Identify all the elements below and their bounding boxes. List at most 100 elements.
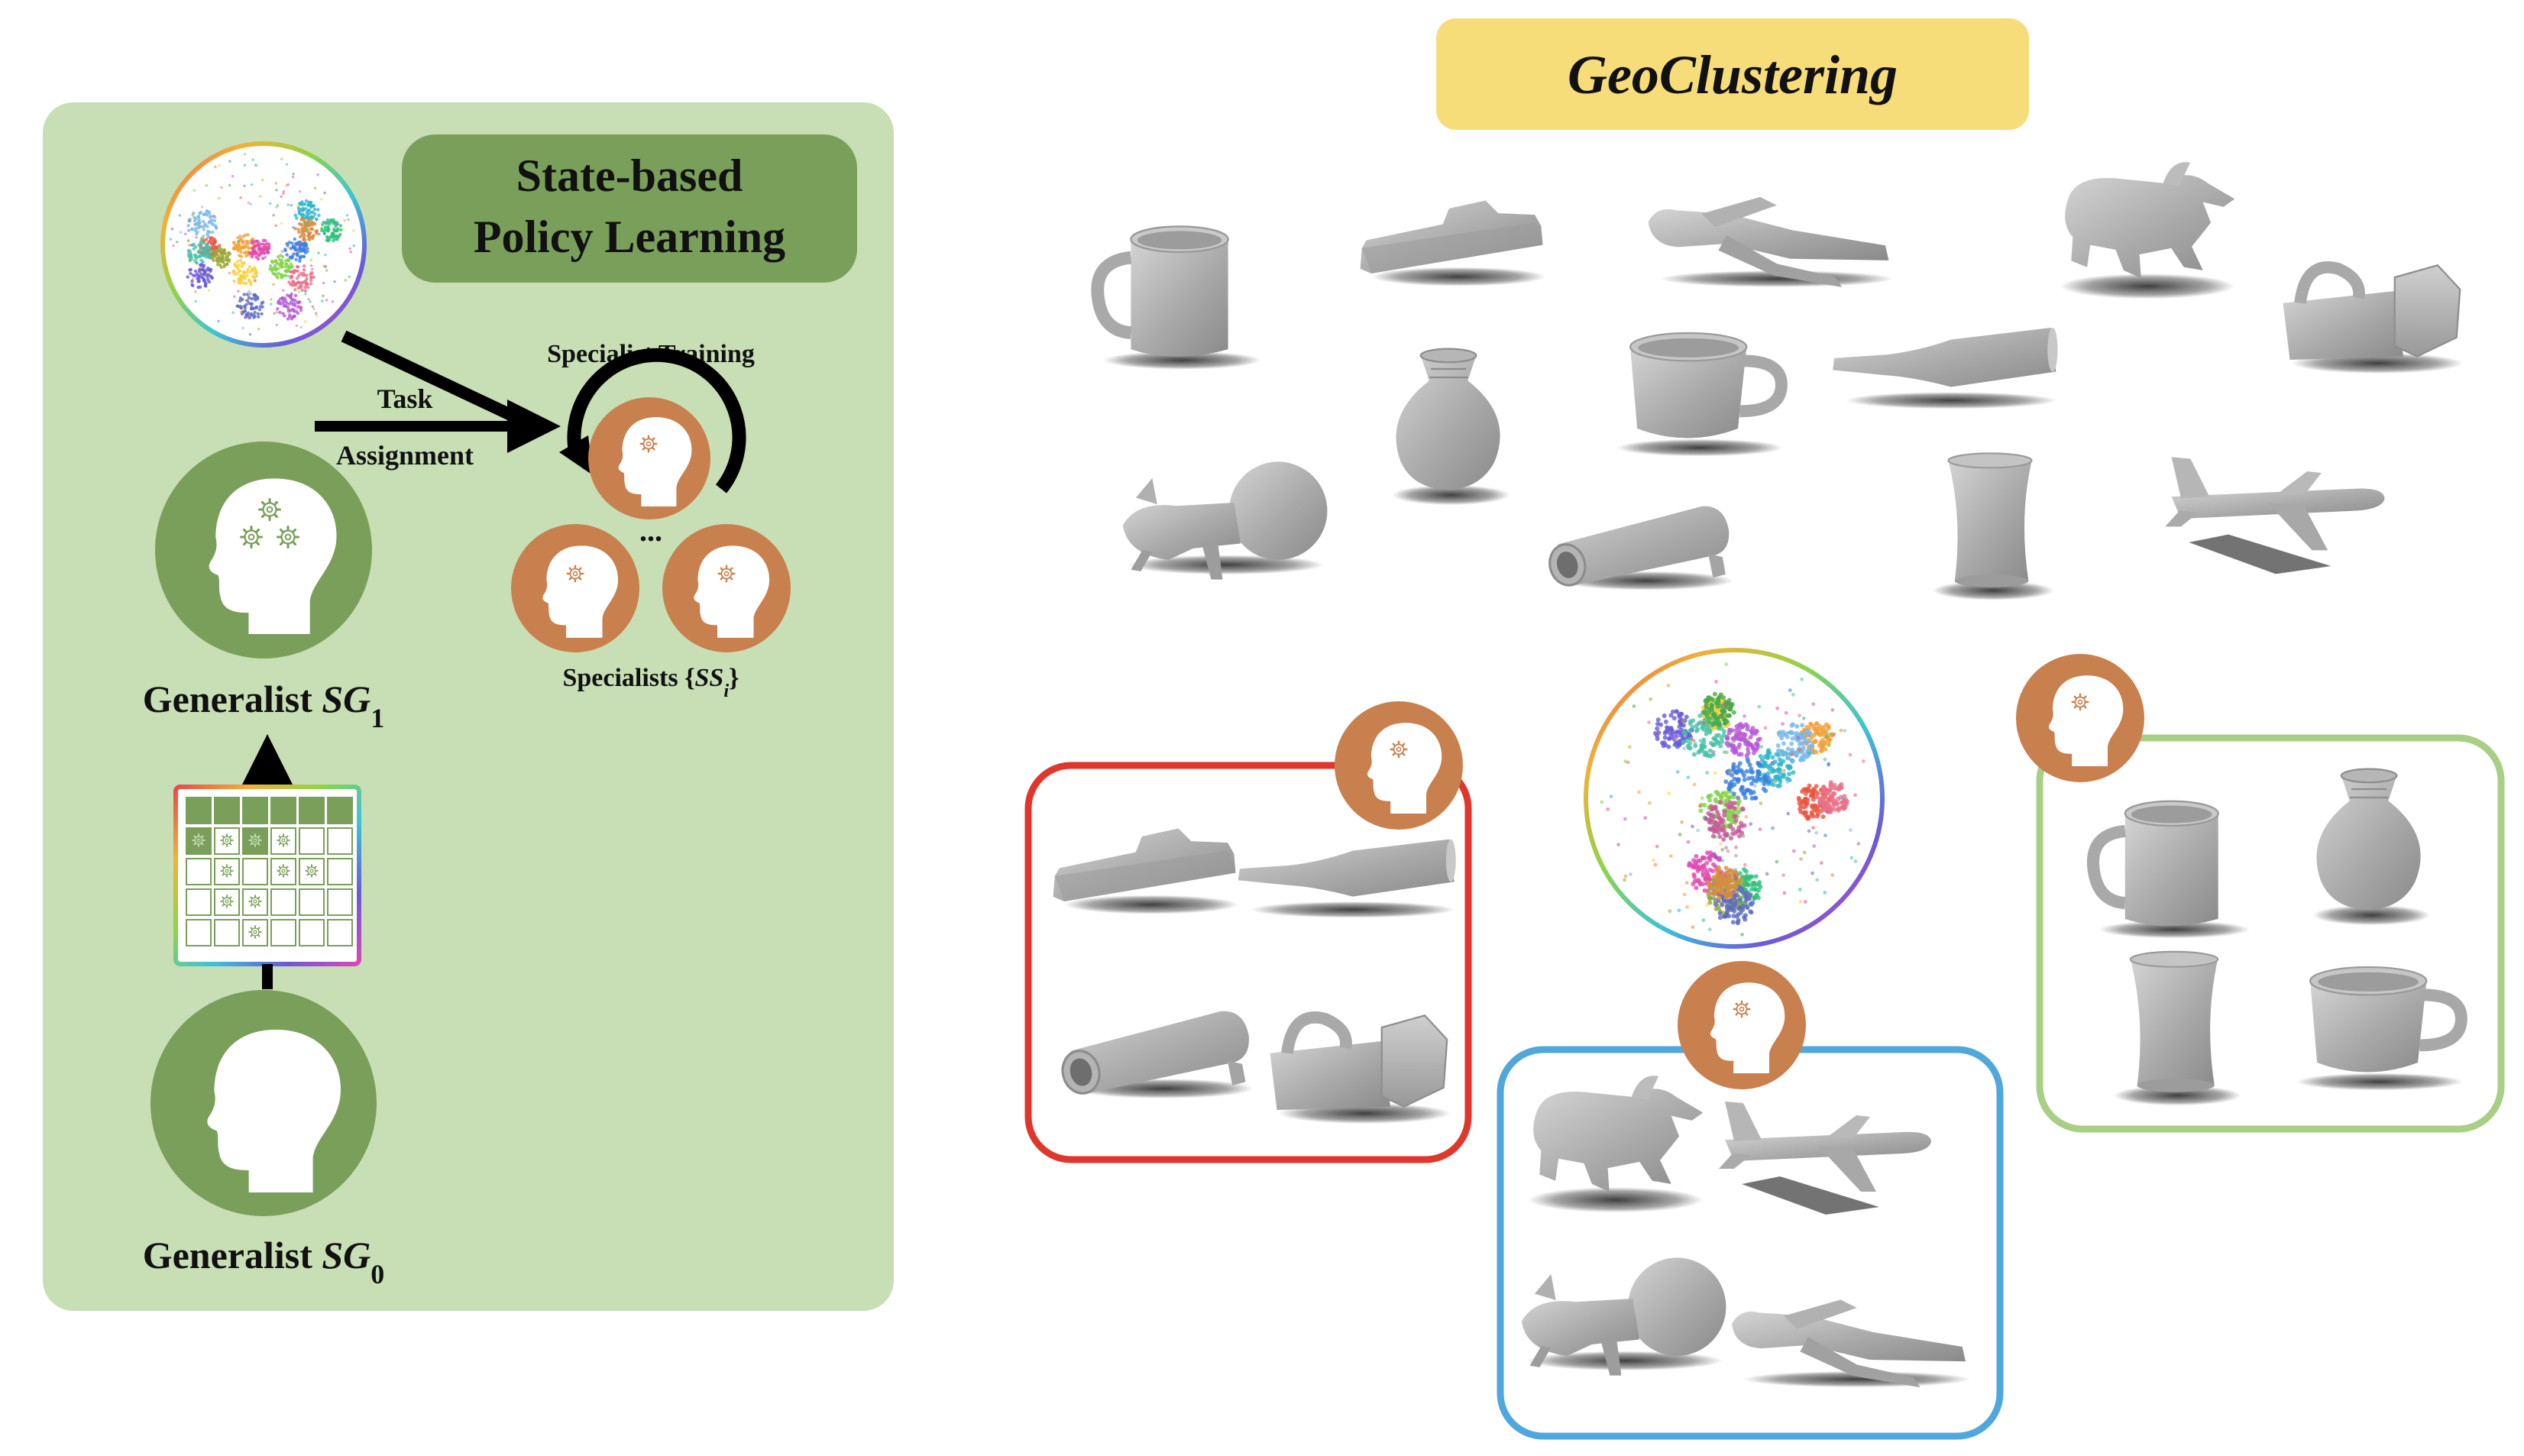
cluster-point: [238, 281, 242, 286]
cluster-point: [1723, 718, 1728, 723]
cluster-point: [1777, 757, 1782, 762]
cluster-point: [199, 254, 203, 258]
cluster-point: [293, 302, 296, 306]
cluster-point: [1834, 786, 1840, 791]
cluster-point: [1637, 790, 1641, 794]
cluster-point: [207, 254, 211, 257]
cluster-point: [238, 299, 242, 303]
cluster-point: [204, 273, 207, 277]
task-grid-cell: [327, 919, 353, 946]
cluster-point: [1814, 794, 1819, 800]
cluster-point: [1805, 788, 1810, 793]
cluster-point: [282, 189, 286, 193]
cluster-point: [309, 227, 313, 231]
cluster-point: [202, 277, 206, 282]
cluster-point: [1741, 833, 1746, 838]
cluster-point: [1734, 845, 1738, 849]
cluster-point: [1713, 698, 1717, 702]
cluster-point: [1721, 836, 1726, 842]
cluster-point: [235, 272, 239, 276]
cluster-point: [311, 267, 314, 271]
cluster-point: [299, 218, 303, 222]
cluster-point: [1733, 873, 1737, 878]
cluster-point: [293, 283, 297, 287]
cluster-point: [206, 230, 211, 235]
cluster-point: [1697, 713, 1703, 718]
cluster-point: [1775, 743, 1781, 748]
cluster-point: [1731, 710, 1736, 715]
cluster-point: [1740, 889, 1746, 895]
cluster-point: [1713, 804, 1718, 810]
cluster-point: [250, 183, 254, 186]
cluster-point: [338, 224, 343, 228]
cluster-point: [191, 214, 194, 217]
cluster-point: [1775, 783, 1781, 788]
cluster-point: [1736, 917, 1741, 923]
cluster-point: [1681, 730, 1687, 735]
cluster-point: [1734, 853, 1738, 858]
cluster-point: [306, 285, 310, 290]
cluster-point: [294, 257, 298, 261]
cluster-point: [1797, 801, 1802, 806]
cluster-point: [1811, 702, 1816, 707]
cluster-point: [243, 184, 246, 188]
task-grid-cell: [327, 797, 353, 824]
cluster-point: [1717, 890, 1723, 895]
cluster-point: [1744, 768, 1749, 774]
cluster-point: [1700, 882, 1706, 887]
cluster-point: [323, 232, 326, 235]
cluster-point: [317, 213, 321, 218]
cluster-point: [302, 208, 306, 212]
object-mug: [1098, 226, 1261, 369]
cluster-point: [323, 228, 328, 231]
cluster-point: [1823, 757, 1827, 762]
cluster-point: [249, 270, 253, 273]
cluster-point: [333, 280, 336, 283]
cluster-point: [297, 290, 300, 294]
cluster-point: [1749, 766, 1754, 772]
cluster-point: [1843, 801, 1847, 806]
cluster-point: [1766, 779, 1772, 785]
cluster-point: [1658, 722, 1663, 727]
cluster-point: [239, 254, 244, 258]
cluster-point: [277, 299, 280, 303]
cluster-point: [252, 296, 257, 300]
specialist-head-2: [662, 524, 791, 652]
cluster-point: [252, 315, 256, 319]
cluster-point: [276, 276, 280, 280]
cluster-point: [1649, 697, 1653, 701]
cluster-point: [1701, 864, 1707, 869]
cluster-point: [1717, 856, 1723, 861]
cluster-point: [1743, 737, 1747, 743]
cluster-point: [1718, 692, 1723, 697]
cluster-point: [196, 230, 199, 234]
cluster-point: [1802, 804, 1807, 809]
cluster-point: [1722, 813, 1727, 818]
cluster-point: [1726, 878, 1730, 884]
cluster-point: [1784, 710, 1788, 715]
cluster-point: [235, 265, 238, 269]
cluster-point: [1717, 915, 1723, 921]
cluster-point: [1830, 732, 1834, 736]
cluster-point: [1616, 843, 1620, 847]
cluster-point: [311, 305, 315, 308]
cluster-point: [1668, 909, 1672, 914]
cluster-point: [1714, 867, 1720, 872]
cluster-point: [325, 299, 328, 302]
cluster-point: [1706, 794, 1711, 800]
cluster-point: [322, 294, 325, 297]
task-grid-cell: [186, 827, 212, 855]
cluster-point: [1717, 911, 1723, 916]
cluster-point: [311, 272, 314, 276]
cluster-point: [283, 304, 287, 308]
specialists-ellipsis: ...: [639, 513, 662, 548]
cluster-point: [1843, 729, 1847, 733]
cluster-point: [1692, 782, 1697, 787]
cluster-point: [246, 270, 250, 274]
cluster-point: [241, 326, 244, 330]
cluster-point: [1736, 745, 1741, 750]
cluster-point: [1707, 820, 1712, 825]
cluster-point: [1750, 726, 1755, 731]
cluster-point: [251, 247, 255, 251]
cluster-point: [1839, 785, 1844, 791]
